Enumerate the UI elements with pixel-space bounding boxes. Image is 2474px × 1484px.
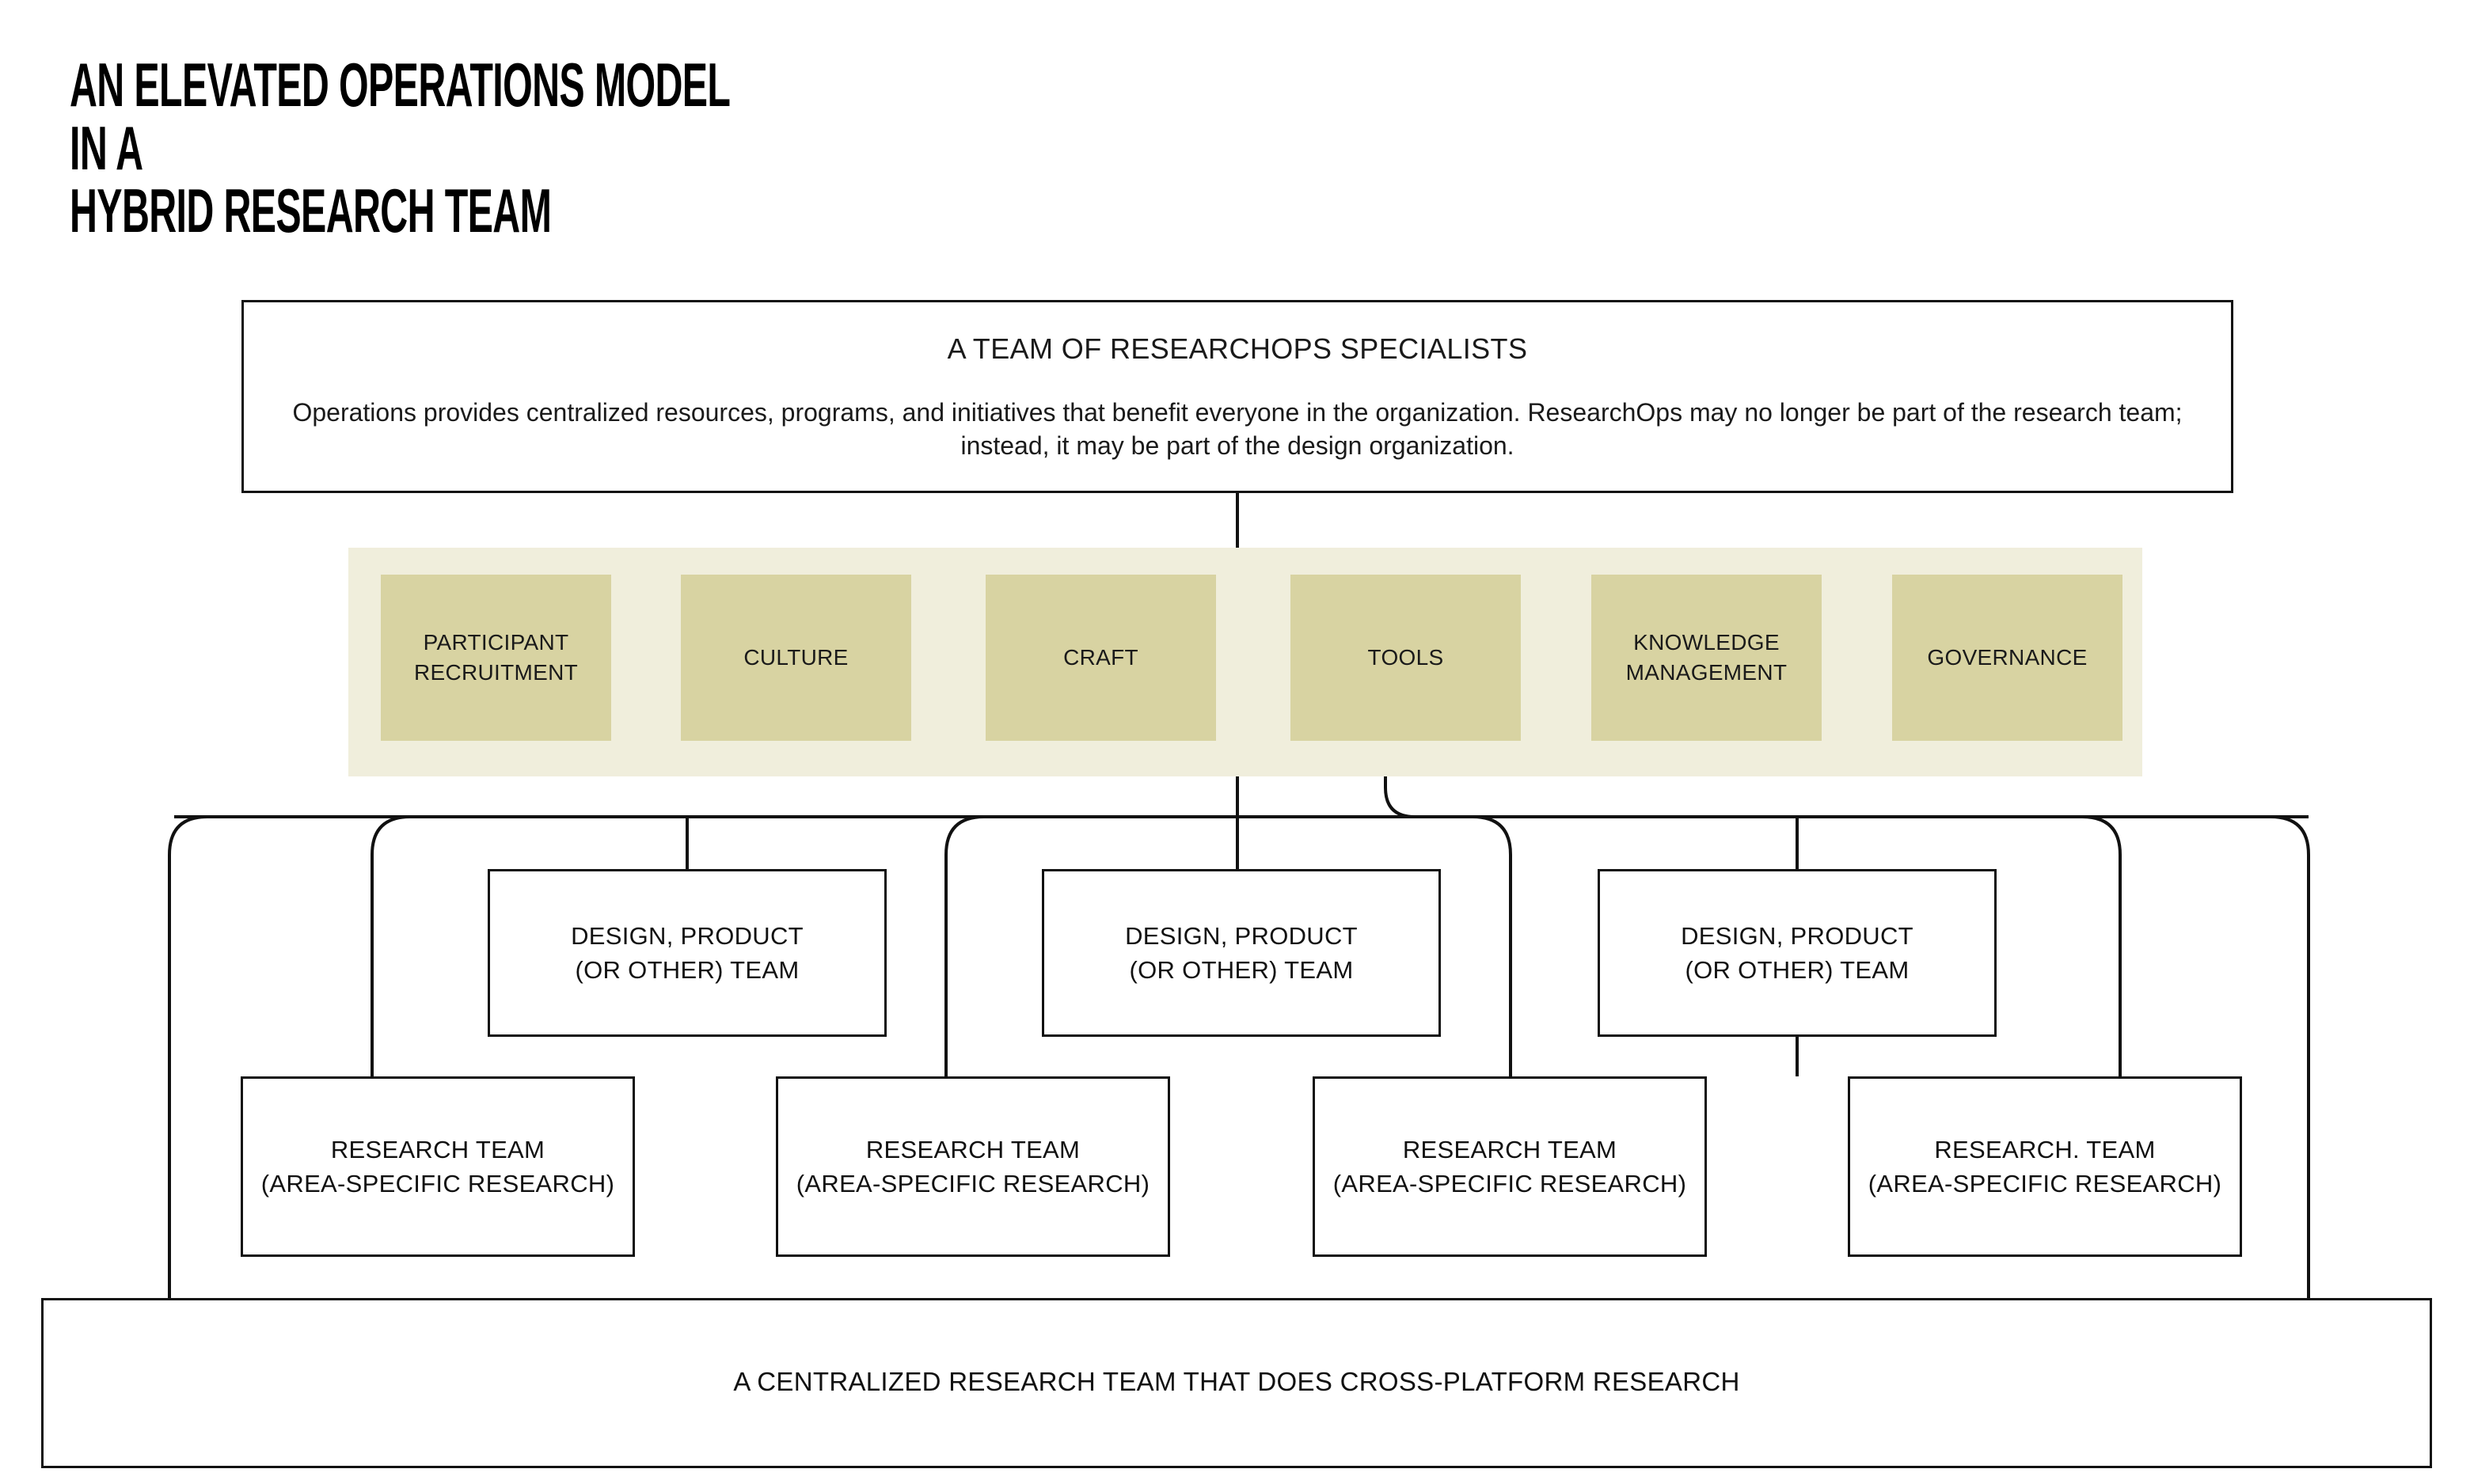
pillar-craft[interactable]: Craft (986, 575, 1216, 741)
researchops-team-heading: A TEAM OF RESEARCHOPS SPECIALISTS (947, 332, 1528, 365)
pillar-participant-recruitment[interactable]: Participant Recruitment (381, 575, 611, 741)
design-product-team-box-1: Design, Product (or other) team (488, 869, 887, 1037)
researchops-team-box: A TEAM OF RESEARCHOPS SPECIALISTS Operat… (241, 300, 2233, 493)
wire-bus-left-down (168, 815, 208, 1298)
wire-bus-to-research-4 (2081, 815, 2122, 1076)
wire-bus-to-research-3 (1472, 815, 1512, 1076)
wire-bus-to-research-1 (371, 815, 411, 1076)
centralized-research-team-bar: A centralized research team that does cr… (41, 1298, 2432, 1468)
researchops-team-body: Operations provides centralized resource… (292, 398, 2183, 461)
research-team-box-1: Research Team (Area-specific research) (241, 1076, 635, 1257)
ops-pillars-band: Participant Recruitment Culture Craft To… (348, 548, 2142, 776)
wire-bus-right-down (2270, 815, 2310, 1298)
design-product-team-box-2: Design, Product (or other) team (1042, 869, 1441, 1037)
pillar-tools[interactable]: Tools (1290, 575, 1521, 741)
wire-bus-to-research-2 (944, 815, 985, 1076)
research-team-box-4: Research. Team (Area-specific research) (1848, 1076, 2242, 1257)
wire-tools-to-bus (1384, 776, 1416, 818)
pillar-culture[interactable]: Culture (681, 575, 911, 741)
pillar-governance[interactable]: Governance (1892, 575, 2122, 741)
page-title: An Elevated Operations Model in a Hybrid… (70, 50, 730, 246)
design-product-team-box-3: Design, Product (or other) team (1598, 869, 1997, 1037)
pillar-knowledge-management[interactable]: Knowledge Management (1591, 575, 1822, 741)
research-team-box-3: Research Team (Area-specific research) (1313, 1076, 1707, 1257)
research-team-box-2: Research Team (Area-specific research) (776, 1076, 1170, 1257)
